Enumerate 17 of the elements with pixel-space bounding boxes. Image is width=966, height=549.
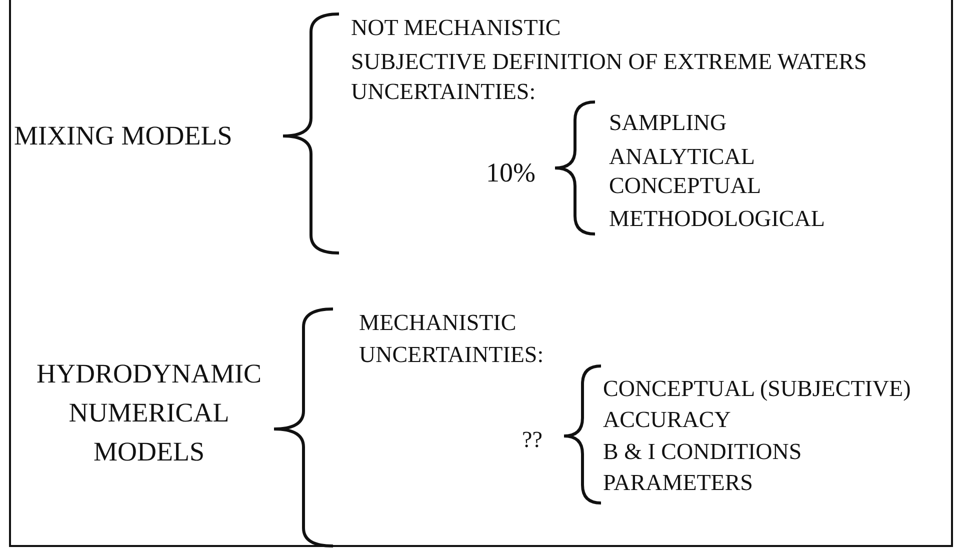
category-heading: HYDRODYNAMIC NUMERICAL MODELS bbox=[35, 358, 262, 468]
property-text: SUBJECTIVE DEFINITION OF EXTREME WATERS bbox=[351, 49, 867, 75]
category-heading: MIXING MODELS bbox=[14, 120, 232, 152]
uncertainty-item: PARAMETERS bbox=[603, 470, 753, 496]
uncertainty-item: ACCURACY bbox=[603, 407, 731, 433]
uncertainty-item: B & I CONDITIONS bbox=[603, 439, 802, 465]
percentage-value: 10% bbox=[486, 156, 536, 190]
uncertainty-item: CONCEPTUAL bbox=[609, 173, 762, 199]
property-text: NOT MECHANISTIC bbox=[351, 15, 561, 41]
uncertainty-heading: UNCERTAINTIES: bbox=[351, 79, 536, 105]
unknown-value: ?? bbox=[522, 427, 542, 453]
uncertainty-heading: UNCERTAINTIES: bbox=[359, 342, 544, 368]
property-text: MECHANISTIC bbox=[359, 310, 516, 336]
uncertainty-item: CONCEPTUAL (SUBJECTIVE) bbox=[603, 376, 911, 402]
uncertainty-item: METHODOLOGICAL bbox=[609, 206, 825, 232]
uncertainty-item: SAMPLING bbox=[609, 110, 727, 136]
uncertainty-item: ANALYTICAL bbox=[609, 144, 755, 170]
